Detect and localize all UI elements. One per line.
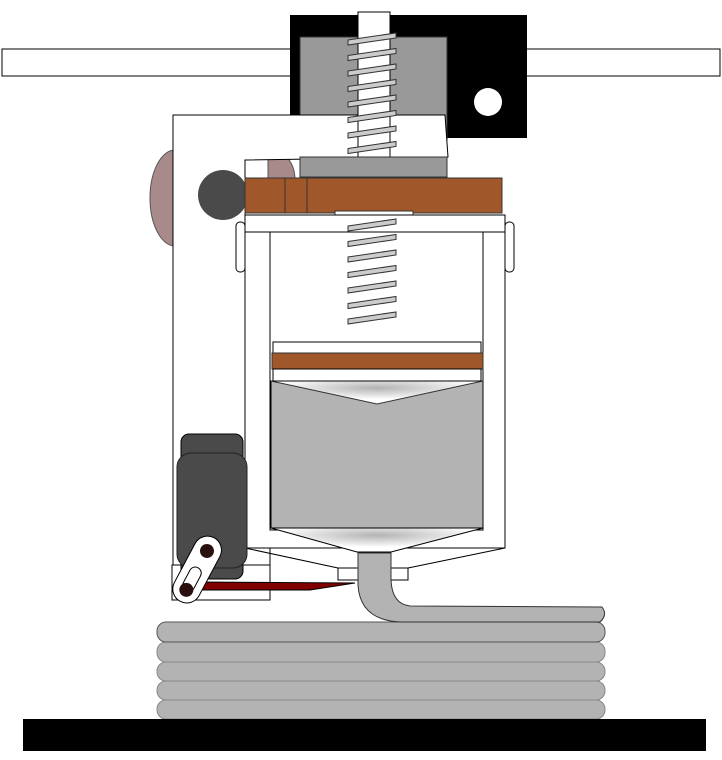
thread — [347, 125, 397, 139]
thread — [347, 47, 397, 62]
thread — [347, 32, 397, 46]
thread — [347, 109, 397, 124]
layer — [156, 621, 606, 643]
layer — [156, 641, 606, 663]
brown-bar — [244, 177, 503, 214]
printed-layers — [156, 621, 606, 720]
right-clip — [504, 221, 515, 273]
horn-hole — [199, 543, 214, 558]
screw-threads — [347, 32, 397, 155]
funnel — [270, 527, 484, 553]
thread — [347, 78, 397, 93]
thread — [347, 94, 397, 108]
thread — [347, 311, 397, 325]
thread — [347, 249, 397, 263]
thread — [347, 218, 397, 232]
thread — [347, 233, 397, 248]
outer-funnel — [244, 547, 506, 569]
cutter-blade — [195, 581, 356, 591]
piston-top — [272, 341, 482, 354]
layer — [156, 680, 606, 701]
layer — [156, 699, 606, 720]
layer — [156, 661, 606, 682]
thread — [347, 280, 397, 294]
thread — [347, 63, 397, 77]
screw-threads-lower — [347, 218, 397, 325]
piston-bottom — [272, 368, 482, 382]
print-bed — [23, 719, 706, 751]
extruded-filament — [357, 552, 606, 623]
left-clip — [235, 221, 246, 273]
pivot-knob — [198, 170, 248, 220]
carriage-hole — [474, 88, 502, 116]
plate — [299, 156, 448, 178]
thread — [347, 264, 397, 279]
thread — [347, 140, 397, 155]
servo-horn — [172, 535, 222, 604]
thread — [347, 295, 397, 310]
left-mount — [149, 149, 176, 247]
piston-brown — [271, 352, 484, 370]
horn-hole — [179, 582, 194, 597]
